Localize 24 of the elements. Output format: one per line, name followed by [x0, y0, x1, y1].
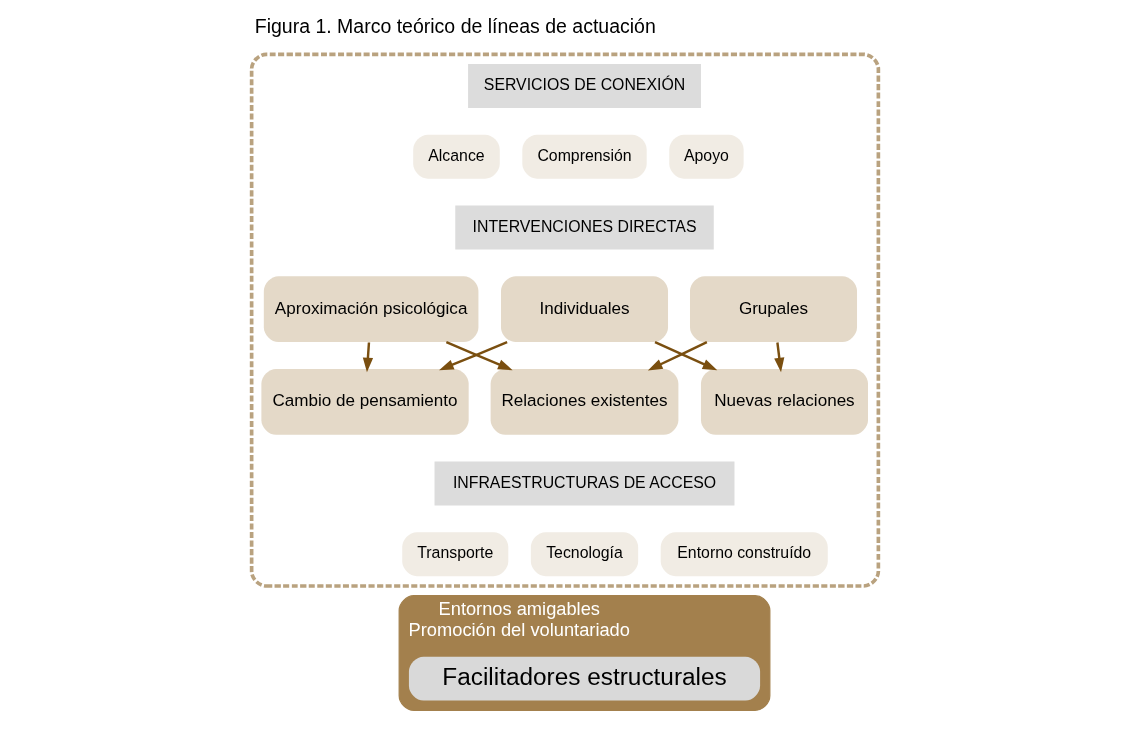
node-box: Aproximación psicológica: [263, 276, 478, 343]
node-box: Individuales: [500, 276, 668, 343]
diagram-title: Figura 1. Marco teórico de líneas de actuación: [254, 15, 656, 38]
node-box: Comprensión: [521, 134, 647, 179]
node-box: Alcance: [412, 134, 500, 179]
node-box: Apoyo: [668, 134, 744, 179]
arrow: [647, 341, 707, 371]
arrow: [362, 342, 373, 373]
node-box: Cambio de pensamiento: [260, 368, 469, 435]
node-box: Transporte: [401, 532, 508, 577]
node-box: Entorno construído: [660, 532, 828, 577]
node-box: Relaciones existentes: [490, 368, 678, 435]
cluster: [249, 52, 880, 588]
node-box: Facilitadores estructurales: [408, 656, 760, 701]
node-box: Nuevas relaciones: [700, 368, 868, 435]
arrow: [438, 341, 508, 371]
arrow: [445, 341, 513, 371]
node-box: Grupales: [689, 276, 857, 343]
arrow: [654, 341, 717, 371]
arrow: [773, 342, 784, 373]
node-box: INTERVENCIONES DIRECTAS: [454, 205, 714, 250]
node-box: Tecnología: [530, 532, 638, 577]
node-box: INFRAESTRUCTURAS DE ACCESO: [434, 461, 734, 506]
node-box: SERVICIOS DE CONEXIÓN: [467, 64, 701, 108]
